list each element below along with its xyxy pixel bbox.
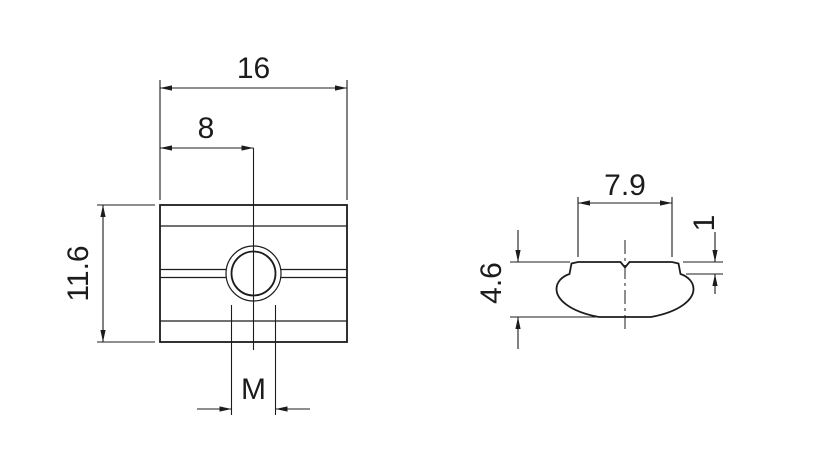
profile-view [555,240,695,333]
dim-hole-position: 8 [160,112,254,151]
dim-height: 4.6 [475,230,596,349]
dim-width-label: 11.6 [62,245,95,301]
dim-length-label: 16 [237,52,270,85]
top-view [159,148,348,350]
dim-top-width: 7.9 [577,169,673,257]
dim-hole-position-label: 8 [198,112,215,145]
dim-lip-height: 1 [683,215,723,294]
dim-height-label: 4.6 [475,262,508,304]
dim-width: 11.6 [62,204,155,343]
profile-outline [555,261,695,318]
dim-length: 16 [159,52,348,200]
dim-lip-height-label: 1 [688,215,721,232]
dim-thread: M [197,305,310,415]
dim-top-width-label: 7.9 [604,169,646,202]
dim-thread-label: M [241,373,266,406]
